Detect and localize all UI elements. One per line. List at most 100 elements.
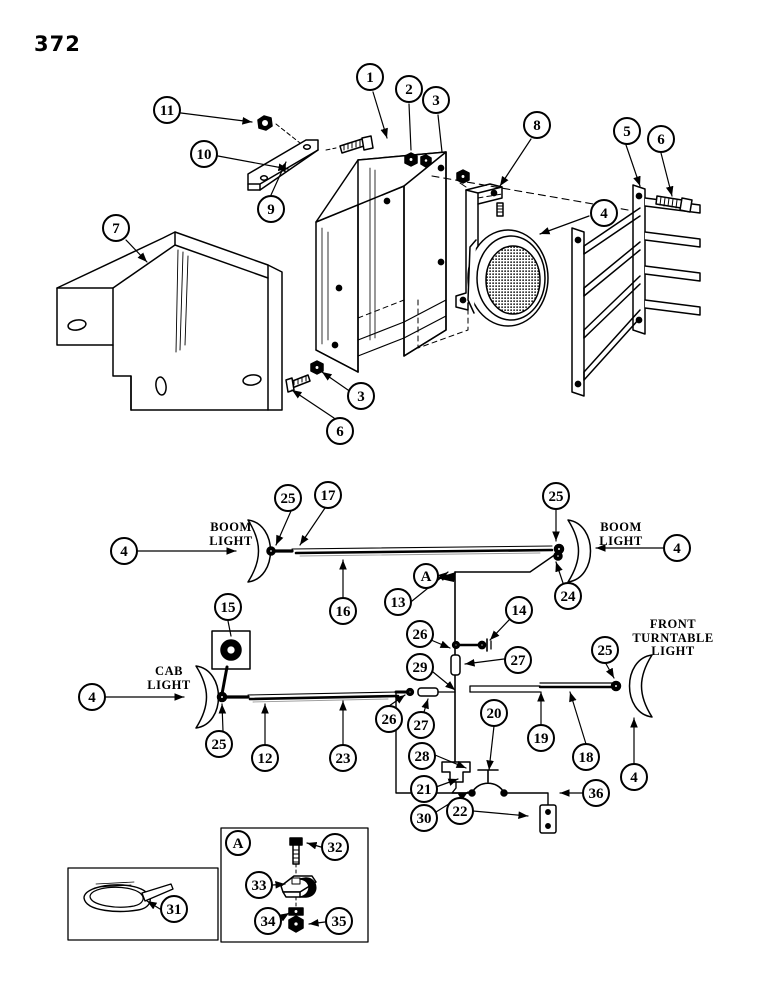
section-marker-circle [413, 563, 439, 589]
callout-number: 20 [487, 706, 502, 722]
callout-lower-23: 23 [329, 744, 357, 772]
callout-number: 25 [598, 643, 613, 659]
detail-leader-lines [146, 841, 326, 927]
callout-circle [102, 214, 130, 242]
part-31-cable-tie [83, 881, 174, 913]
part-5-guard-grill [571, 184, 701, 397]
callout-number: 4 [630, 770, 638, 786]
callout-number: 22 [453, 804, 468, 820]
part-15-switch-box [211, 630, 251, 696]
callout-lower-12: 12 [251, 744, 279, 772]
callout-number: 9 [267, 202, 275, 218]
part-11-nut [257, 115, 273, 131]
callout-number: 27 [414, 718, 430, 734]
callout-upper-8: 8 [523, 111, 551, 139]
callout-number: 23 [336, 751, 351, 767]
callout-circle [582, 779, 610, 807]
callout-lower-15: 15 [214, 593, 242, 621]
callout-number: 29 [413, 660, 428, 676]
callout-lower-36: 36 [582, 779, 610, 807]
section-a-wedge [436, 572, 456, 582]
callout-circle [257, 195, 285, 223]
callout-detail-35: 35 [325, 907, 353, 935]
callout-circle [572, 743, 600, 771]
callout-circle [254, 907, 282, 935]
connector-25-front-turntable [610, 680, 622, 692]
callout-upper-4: 4 [590, 199, 618, 227]
callout-circle [422, 86, 450, 114]
callout-number: 21 [417, 782, 432, 798]
callout-circle [613, 117, 641, 145]
callout-number: 15 [221, 600, 236, 616]
part-7-bracket [56, 231, 283, 411]
callout-lower-14: 14 [505, 596, 533, 624]
callout-number: 12 [258, 751, 273, 767]
callout-lower-24: 24 [554, 582, 582, 610]
splice-27-trunk [450, 654, 461, 676]
connector-25-boom-left [266, 546, 294, 556]
callout-lower-25: 25 [542, 482, 570, 510]
callout-circle [410, 804, 438, 832]
callout-circle [251, 744, 279, 772]
switch-20 [468, 769, 508, 797]
label-cab-light: CAB LIGHT [147, 664, 191, 692]
callout-circle [356, 63, 384, 91]
callout-circle [325, 907, 353, 935]
callout-number: 25 [549, 489, 564, 505]
callout-number: 34 [261, 914, 277, 930]
callout-lower-26: 26 [375, 705, 403, 733]
callout-number: 4 [120, 544, 128, 560]
callout-lower-22: 22 [446, 797, 474, 825]
callout-lower-29: 29 [406, 653, 434, 681]
callout-number: 33 [252, 878, 267, 894]
callout-upper-3: 3 [422, 86, 450, 114]
callout-number: 3 [357, 389, 365, 405]
callout-lower-25: 25 [274, 484, 302, 512]
callout-upper-7: 7 [102, 214, 130, 242]
callout-number: 10 [197, 147, 212, 163]
callout-circle [408, 742, 436, 770]
callout-circle [504, 646, 532, 674]
callout-circle [205, 730, 233, 758]
part-4-lamp [467, 229, 549, 327]
callout-upper-10: 10 [190, 140, 218, 168]
callout-upper-9: 9 [257, 195, 285, 223]
callout-circle [245, 871, 273, 899]
callout-lower-27: 27 [407, 711, 435, 739]
callout-number: 13 [391, 595, 406, 611]
callout-circle [329, 744, 357, 772]
part-3-6-hardware-bottom [285, 360, 324, 393]
callout-circle [406, 653, 434, 681]
callout-upper-1: 1 [356, 63, 384, 91]
connector-14 [451, 638, 492, 652]
callout-lower-20: 20 [480, 699, 508, 727]
callout-circle [647, 125, 675, 153]
callout-detail-34: 34 [254, 907, 282, 935]
callout-detail-33: 33 [245, 871, 273, 899]
callout-number: 35 [332, 914, 347, 930]
callout-number: 1 [366, 70, 374, 86]
callout-circle [480, 699, 508, 727]
splice-27-cab [417, 687, 439, 697]
callout-number: 4 [88, 690, 96, 706]
callout-number: 7 [112, 221, 120, 237]
upper-leader-lines [125, 91, 674, 419]
callout-lower-26: 26 [406, 620, 434, 648]
callout-upper-11: 11 [153, 96, 181, 124]
callout-number: 24 [561, 589, 577, 605]
harness-17-16 [291, 545, 554, 557]
callout-circle [527, 724, 555, 752]
axis-line-11 [275, 123, 301, 144]
connector-25-boom-right [553, 543, 565, 561]
part-2-3-hardware-top [404, 152, 432, 168]
callout-circle [321, 833, 349, 861]
connector-26-cab [394, 687, 415, 697]
callout-lower-30: 30 [410, 804, 438, 832]
callout-number: 8 [533, 118, 541, 134]
callout-lower-4: 4 [620, 763, 648, 791]
callout-circle [407, 711, 435, 739]
callout-lower-17: 17 [314, 481, 342, 509]
callout-number: 36 [589, 786, 605, 802]
section-marker-circle [225, 830, 251, 856]
label-boom-light-right: BOOM LIGHT [599, 520, 643, 548]
